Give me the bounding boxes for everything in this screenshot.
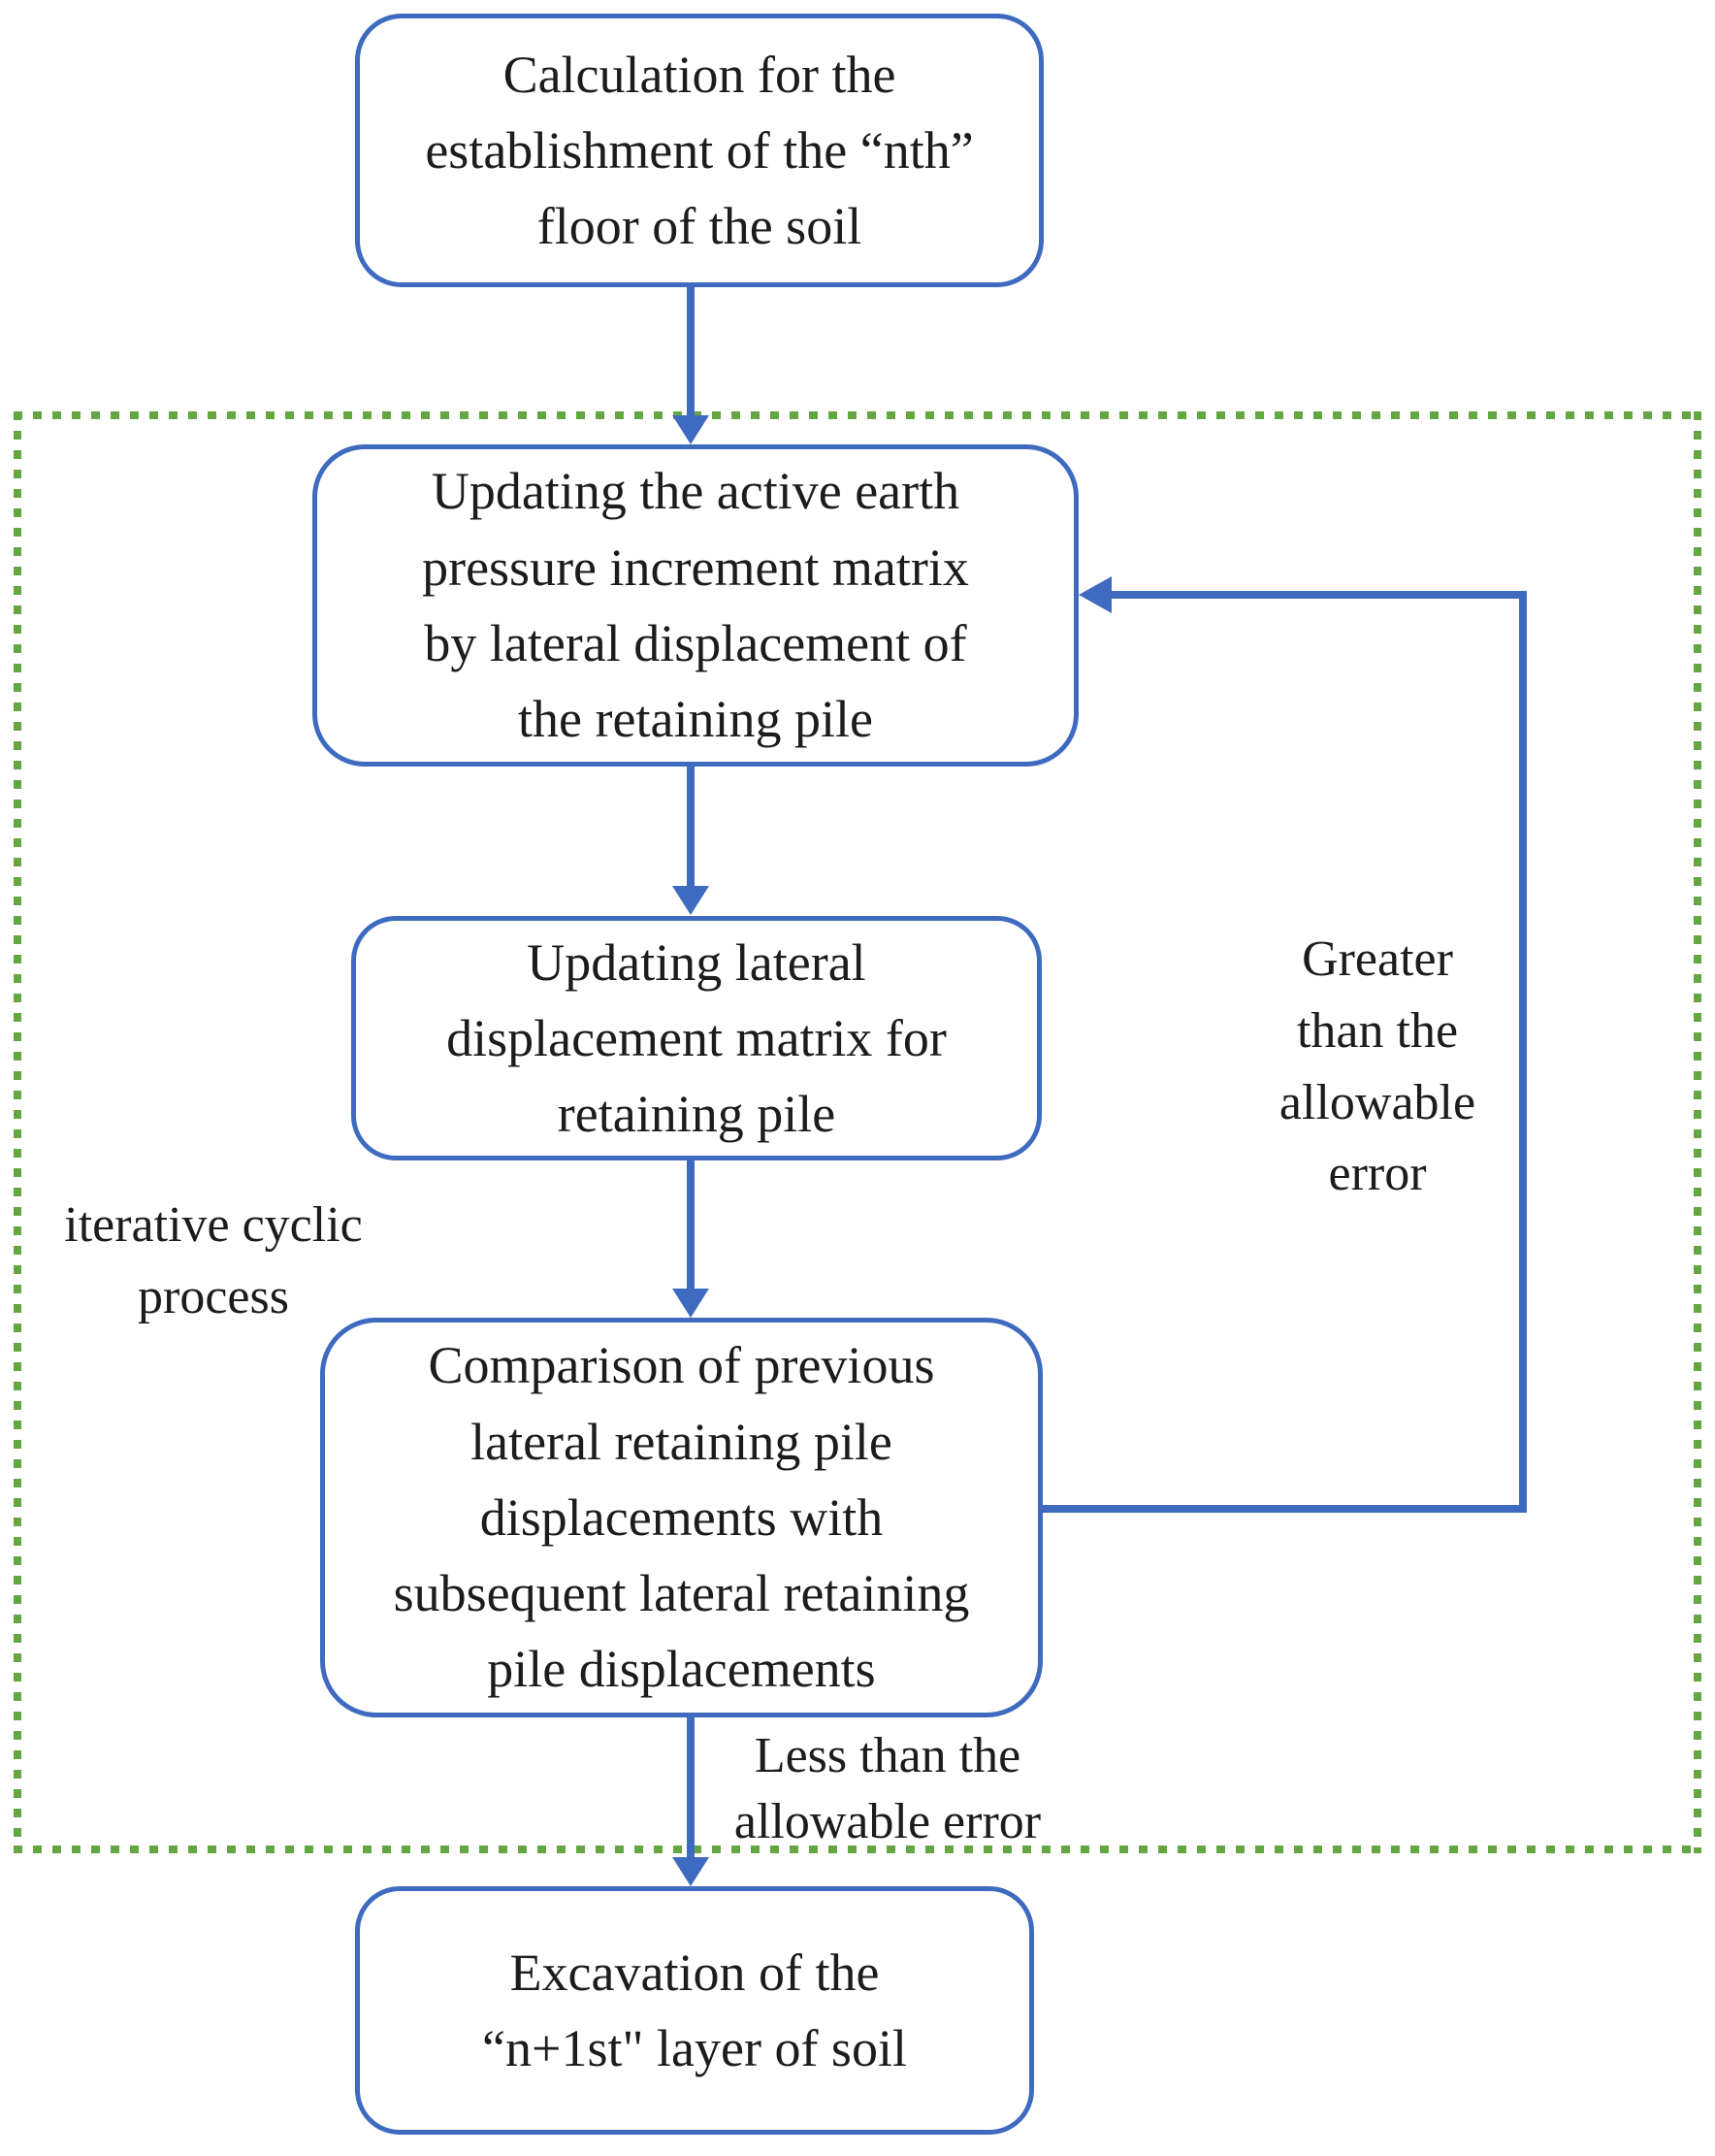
node-update-earth-pressure-matrix: Updating the active earth pressure incre… [312,444,1079,767]
region-border-bottom [14,1846,1701,1853]
edge-label-greater-than-allowable-error: Greater than the allowable error [1278,931,1476,1202]
arrow-pressure-to-displacement-line [687,767,695,890]
arrow-down-icon [672,1289,709,1318]
region-border-right [1694,411,1701,1853]
region-border-left [14,411,21,1853]
arrow-displacement-to-comparison-line [687,1160,695,1290]
node-excavation-next-layer: Excavation of the “n+1st" layer of soil [355,1886,1034,2135]
feedback-loop-bottom-line [1043,1505,1527,1513]
arrow-down-icon [672,415,709,444]
iterative-region-border [14,411,1701,1853]
node-text: Comparison of previous lateral retaining… [393,1336,970,1699]
edge-label-less-than-allowable-error: Less than the allowable error [733,1728,1042,1849]
arrow-comparison-to-excavation-line [687,1717,695,1859]
arrow-calc-to-pressure-line [687,287,695,419]
feedback-loop-vertical-line [1519,591,1527,1513]
node-update-lateral-displacement-matrix: Updating lateral displacement matrix for… [351,916,1042,1160]
node-text: Updating lateral displacement matrix for… [446,932,947,1144]
feedback-loop-top-line [1112,591,1527,599]
node-text: Excavation of the “n+1st" layer of soil [482,1943,907,2077]
node-text: Calculation for the establishment of the… [425,45,974,256]
node-comparison-displacements: Comparison of previous lateral retaining… [320,1318,1043,1717]
node-text: Updating the active earth pressure incre… [422,462,969,749]
region-border-top [14,411,1701,419]
arrow-down-icon [672,886,709,915]
region-label-iterative-cyclic-process: iterative cyclic process [64,1197,363,1324]
arrow-left-icon [1079,576,1112,613]
node-calculation-nth-floor: Calculation for the establishment of the… [355,14,1044,287]
arrow-down-icon [672,1857,709,1886]
